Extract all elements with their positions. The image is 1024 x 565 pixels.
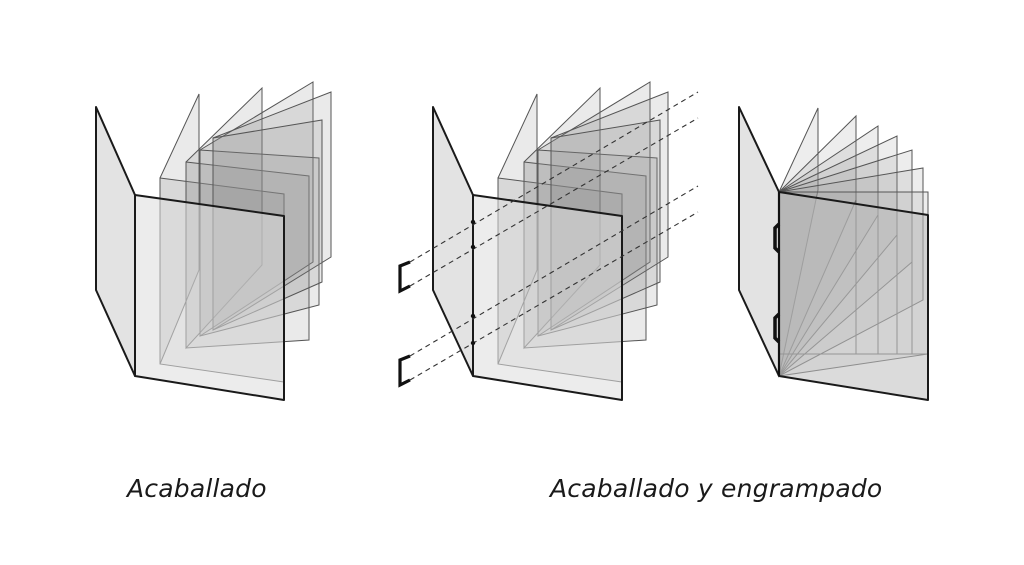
staple-icon bbox=[398, 260, 411, 294]
staple-guide-lines bbox=[409, 91, 699, 381]
front-cover bbox=[134, 194, 285, 401]
staple-icon bbox=[773, 312, 781, 344]
figure-saddle-stapled-assembled bbox=[738, 106, 929, 401]
figure-saddle-stapled-exploded bbox=[398, 81, 699, 401]
staple-icon bbox=[398, 354, 411, 388]
front-cover bbox=[472, 194, 623, 401]
caption-saddle-stapled: Acaballado y engrampado bbox=[550, 474, 883, 503]
back-cover bbox=[738, 106, 780, 377]
staple-holes bbox=[470, 219, 476, 346]
figure-saddle-exploded bbox=[95, 81, 332, 401]
back-cover bbox=[432, 106, 474, 377]
caption-saddle: Acaballado bbox=[127, 474, 267, 503]
front-cover bbox=[778, 191, 929, 401]
staple-icon bbox=[773, 222, 781, 254]
back-cover bbox=[95, 106, 136, 377]
